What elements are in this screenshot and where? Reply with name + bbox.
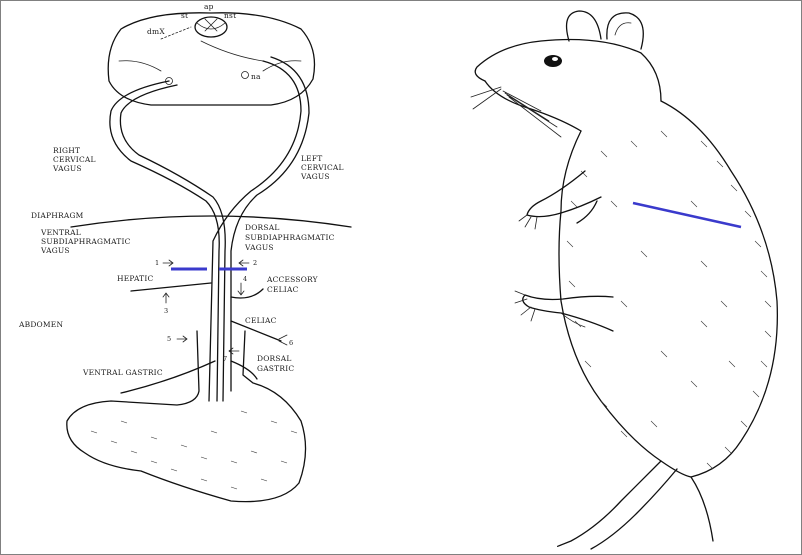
label-dorsal-gastric-1: DORSAL — [257, 354, 292, 363]
label-dorsal-gastric-2: GASTRIC — [257, 364, 294, 373]
marker-4: 4 — [243, 275, 247, 283]
label-left-cervical-2: CERVICAL — [301, 163, 344, 172]
accessory-celiac-branch — [231, 289, 263, 298]
label-left-cervical-1: LEFT — [301, 154, 322, 163]
na-nucleus-dot — [242, 72, 249, 79]
rat-head-top — [475, 40, 661, 102]
marker-6: 6 — [289, 339, 293, 347]
rat-ear-back — [567, 11, 601, 41]
label-accessory-celiac-1: ACCESSORY — [266, 275, 319, 284]
label-right-cervical-1: RIGHT — [53, 146, 80, 155]
label-hepatic: HEPATIC — [117, 274, 154, 283]
label-accessory-celiac-2: CELIAC — [267, 285, 299, 294]
rat-hind-leg — [691, 477, 713, 541]
rat-eye — [544, 55, 562, 67]
vagus-trunks — [110, 41, 309, 401]
label-diaphragm: DIAPHRAGM — [31, 211, 84, 220]
label-dorsal-sub-3: VAGUS — [244, 243, 274, 252]
rat-back-outline — [661, 101, 777, 477]
rat-illustration — [471, 11, 777, 549]
label-right-cervical-2: CERVICAL — [53, 155, 96, 164]
label-ventral-sub-2: SUBDIAPHRAGMATIC — [41, 237, 131, 246]
marker-3: 3 — [164, 307, 168, 315]
area-postrema — [195, 17, 227, 37]
marker-arrows — [163, 260, 249, 354]
brainstem-section — [108, 13, 314, 105]
hepatic-branch — [131, 283, 211, 291]
rat-fur-hatching — [567, 131, 771, 469]
marker-7: 7 — [223, 355, 227, 363]
label-ventral-sub-3: VAGUS — [40, 246, 70, 255]
diaphragm-line — [71, 216, 351, 227]
marker-2: 2 — [253, 259, 257, 267]
rat-incision-line — [633, 203, 741, 227]
ventral-gastric-branch — [121, 361, 215, 393]
label-st: st — [181, 11, 188, 20]
rat-jaw — [485, 81, 581, 131]
rat-hind-foot — [523, 295, 613, 331]
label-dorsal-sub-2: SUBDIAPHRAGMATIC — [245, 233, 335, 242]
rat-whiskers — [471, 87, 561, 137]
label-dmx: dmX — [147, 27, 165, 36]
marker-1: 1 — [155, 259, 159, 267]
label-dorsal-sub-1: DORSAL — [245, 223, 280, 232]
marker-5: 5 — [167, 335, 171, 343]
label-ventral-gastric: VENTRAL GASTRIC — [82, 368, 163, 377]
label-right-cervical-3: VAGUS — [52, 164, 82, 173]
label-ap: ap — [204, 2, 214, 11]
label-nst: nst — [224, 11, 236, 20]
rat-belly-outline — [559, 131, 691, 477]
label-na: na — [251, 72, 261, 81]
label-ventral-sub-1: VENTRAL — [40, 228, 81, 237]
label-left-cervical-3: VAGUS — [300, 172, 330, 181]
vagus-diagram: ap st nst dmX na — [18, 2, 351, 502]
label-celiac: CELIAC — [245, 316, 277, 325]
label-abdomen: ABDOMEN — [18, 320, 63, 329]
